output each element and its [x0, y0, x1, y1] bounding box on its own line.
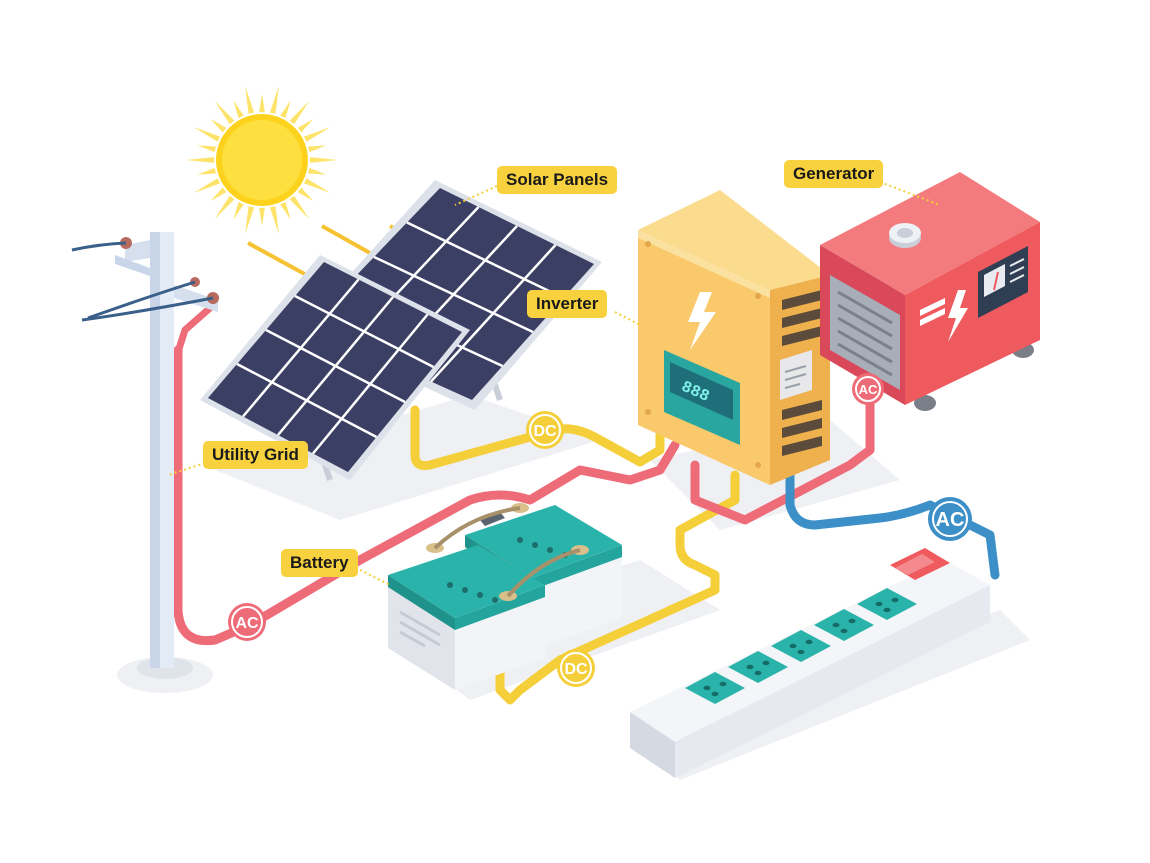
label-battery: Battery — [281, 549, 358, 577]
svg-text:AC: AC — [859, 382, 878, 397]
sun-ray — [280, 100, 291, 119]
sun-ray — [210, 118, 227, 133]
label-leaders — [167, 181, 941, 586]
battery-front — [388, 506, 581, 690]
solar-panel-front — [200, 255, 470, 481]
panel-grid-line — [265, 328, 406, 404]
sun-ray — [303, 178, 331, 193]
svg-text:DC: DC — [564, 661, 588, 678]
panel-grid-line — [294, 294, 435, 369]
badge-ac-outlet: AC — [928, 497, 972, 541]
sun-ray — [269, 206, 279, 235]
sun-ray — [269, 85, 279, 114]
panel-grid-line — [406, 221, 565, 300]
badge-dc-top: DC — [526, 411, 564, 449]
ac-wire-grid — [173, 345, 680, 646]
panel-grid-line — [236, 362, 378, 439]
badge-ac-generator: AC — [852, 373, 884, 405]
label-utility-grid: Utility Grid — [203, 441, 308, 469]
label-inverter: Inverter — [527, 290, 608, 318]
badge-dc-bottom: DC — [557, 649, 595, 687]
inverter-icon: 888 — [638, 190, 830, 485]
sun-ray — [309, 157, 338, 163]
sun-ray — [245, 206, 255, 235]
ac-wire-pole-top — [174, 304, 214, 356]
sun-ray — [233, 201, 244, 220]
sun-ray — [297, 118, 314, 133]
sun-ray — [233, 100, 244, 119]
badge-ac-left: AC — [228, 603, 266, 641]
utility-pole-icon — [71, 232, 219, 679]
label-generator: Generator — [784, 160, 884, 188]
sun-ray — [308, 167, 327, 175]
sun-ray — [259, 94, 265, 113]
sun-icon — [186, 85, 338, 235]
sun-ray — [193, 178, 221, 193]
sun-ray — [280, 201, 291, 220]
outlet-socket-icon — [685, 672, 745, 704]
svg-text:AC: AC — [235, 615, 259, 632]
outlet-socket-icon — [771, 630, 831, 662]
power-strip-icon — [630, 548, 990, 778]
sun-ray — [214, 100, 235, 125]
sun-ray — [193, 127, 221, 142]
svg-text:AC: AC — [936, 509, 965, 531]
panel-grid-line — [373, 255, 534, 334]
sun-ray — [186, 157, 215, 163]
sun-ray — [197, 167, 216, 175]
sun-ray — [214, 195, 235, 220]
sun-ray — [289, 100, 310, 125]
dc-wire-battery — [495, 470, 740, 705]
sun-ray — [308, 145, 327, 153]
ac-wire-outlet — [785, 470, 1000, 580]
generator-icon — [820, 172, 1040, 411]
outlet-socket-icon — [728, 651, 788, 683]
outlet-socket-icon — [814, 609, 874, 641]
sun-ray — [245, 85, 255, 114]
sun-ray — [303, 127, 331, 142]
outlet-socket-icon — [857, 588, 917, 620]
label-solar-panels: Solar Panels — [497, 166, 618, 194]
sun-ray — [259, 207, 265, 226]
sun-ray — [197, 145, 216, 153]
sun-ray — [289, 195, 310, 220]
sun-ray — [297, 187, 314, 202]
sun-ray — [210, 187, 227, 202]
svg-text:DC: DC — [533, 423, 557, 440]
